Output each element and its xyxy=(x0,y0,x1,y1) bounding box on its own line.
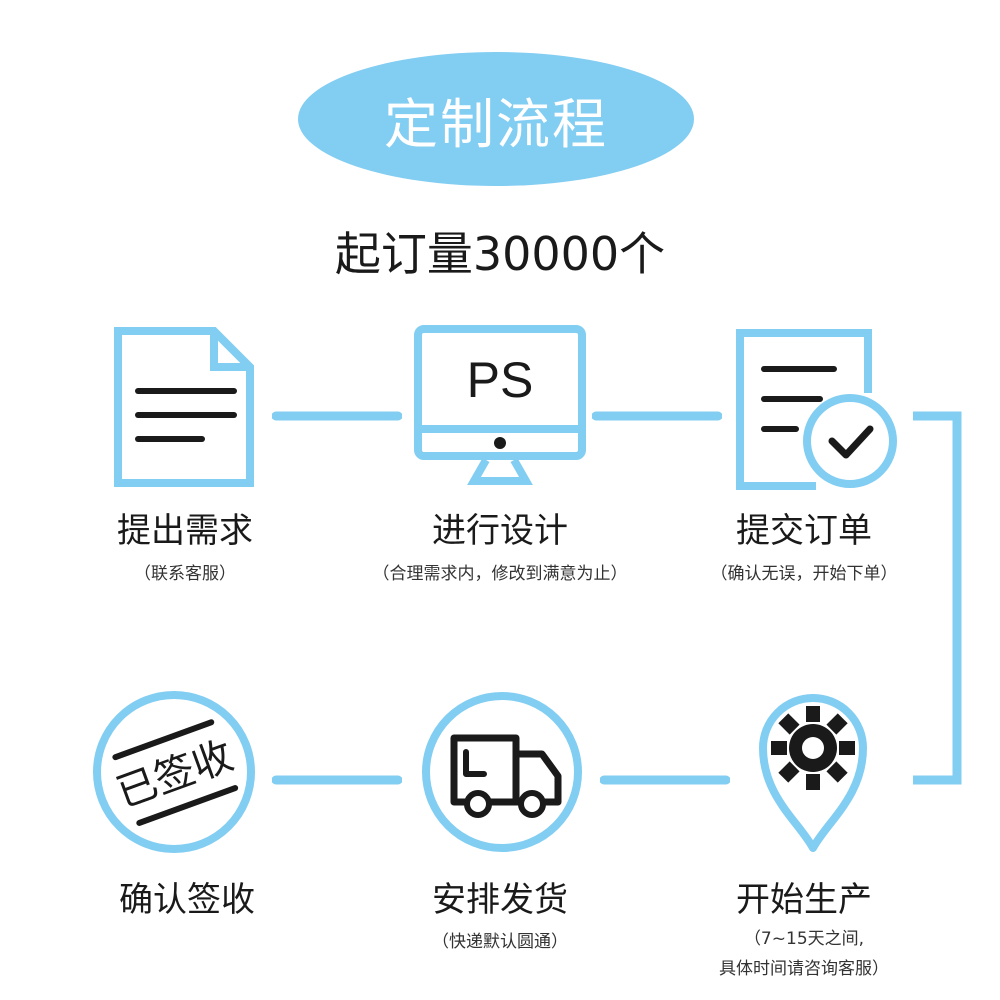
step-4-note: （7~15天之间, xyxy=(743,929,865,949)
step-3-note: （确认无误，开始下单） xyxy=(710,564,898,584)
min-order-quantity: 起订量30000个 xyxy=(334,227,666,281)
step-1-title: 提出需求 xyxy=(117,511,253,551)
connector-1-2 xyxy=(272,411,402,421)
signed-stamp-icon: 已签收 xyxy=(93,691,255,853)
process-title: 定制流程 xyxy=(384,92,608,156)
step-6-title: 确认签收 xyxy=(119,880,255,920)
step-4-title: 开始生产 xyxy=(736,880,872,920)
connector-2-3 xyxy=(592,411,722,421)
step-5-title: 安排发货 xyxy=(432,880,568,920)
step-3-title: 提交订单 xyxy=(736,511,872,551)
connector-3-4-bracket xyxy=(913,411,962,785)
step-1-note: （联系客服） xyxy=(134,564,236,584)
monitor-ps-label: PS xyxy=(467,352,534,408)
delivery-truck-icon xyxy=(422,692,582,852)
gear-pin-icon xyxy=(759,694,867,852)
document-check-icon xyxy=(736,329,897,490)
stamp-label: 已签收 xyxy=(111,733,239,817)
document-lines-icon xyxy=(114,327,254,487)
connector-5-6 xyxy=(272,775,402,785)
step-2-title: 进行设计 xyxy=(432,511,568,551)
process-title-badge: 定制流程 xyxy=(298,52,694,186)
connector-4-5 xyxy=(600,775,730,785)
monitor-ps-icon: PS xyxy=(414,325,586,485)
step-5-note: （快递默认圆通） xyxy=(432,932,568,952)
step-2-note: （合理需求内，修改到满意为止） xyxy=(372,564,628,584)
step-4-note-line2: 具体时间请咨询客服） xyxy=(719,959,889,979)
